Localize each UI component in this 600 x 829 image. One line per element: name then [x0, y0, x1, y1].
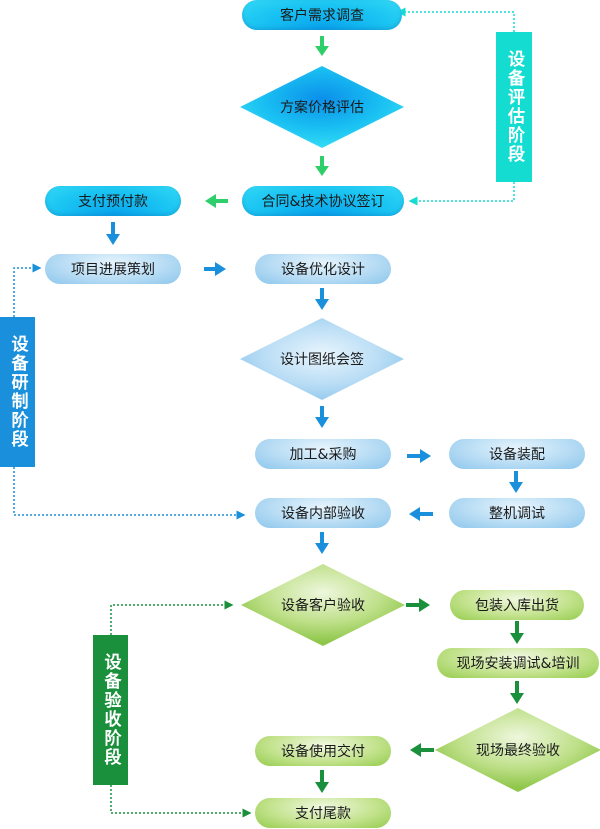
node-contract-signing: 合同&技术协议签订	[242, 186, 404, 216]
arrow-assembly-to-debugging	[509, 471, 523, 493]
node-delivery: 设备使用交付	[255, 736, 391, 766]
phase-evaluation: 设备评估阶段	[496, 32, 532, 182]
node-project-planning: 项目进展策划	[45, 254, 181, 284]
arrow-packing-to-install	[510, 621, 524, 644]
acc-loop-top	[110, 600, 234, 635]
dev-loop-top	[13, 263, 42, 317]
arrow-design-to-signoff	[315, 288, 329, 310]
eval-loop-bottom	[408, 182, 515, 206]
arrow-signoff-to-processing	[315, 406, 329, 428]
drawing-signoff-label: 设计图纸会签	[280, 352, 364, 368]
customer-acceptance-label: 设备客户验收	[281, 598, 365, 614]
phase-development-label: 设备研制阶段	[7, 335, 28, 449]
arrow-delivery-to-payment	[315, 770, 329, 793]
arrow-internal-to-customer	[315, 532, 329, 554]
diamond-shape-cyan	[240, 66, 404, 148]
arrow-survey-to-evaluation	[315, 36, 329, 56]
diamond-shape-green	[241, 564, 405, 646]
arrow-processing-to-assembly	[407, 449, 431, 463]
phase-development: 设备研制阶段	[0, 317, 35, 467]
dev-loop-bottom	[13, 467, 246, 520]
acc-loop-bottom	[110, 785, 252, 818]
arrow-evaluation-to-contract	[315, 156, 329, 176]
node-customer-acceptance: 设备客户验收	[241, 564, 405, 646]
diamond-shape-green-2	[435, 708, 600, 792]
node-debugging: 整机调试	[449, 498, 585, 528]
arrow-install-to-final	[510, 681, 524, 704]
arrow-debugging-to-internal	[409, 507, 433, 521]
node-price-evaluation: 方案价格评估	[240, 66, 404, 148]
node-advance-payment: 支付预付款	[45, 186, 181, 216]
arrow-customer-to-packing	[406, 598, 430, 612]
phase-evaluation-label: 设备评估阶段	[504, 50, 524, 164]
node-assembly: 设备装配	[449, 439, 585, 469]
node-customer-survey: 客户需求调查	[242, 0, 402, 30]
node-final-payment: 支付尾款	[255, 798, 391, 828]
diamond-shape-lightblue	[240, 318, 404, 400]
phase-acceptance-label: 设备验收阶段	[100, 653, 121, 767]
node-internal-acceptance: 设备内部验收	[255, 498, 391, 528]
arrow-planning-to-design	[204, 262, 226, 276]
node-processing-purchasing: 加工&采购	[255, 439, 391, 469]
final-acceptance-label: 现场最终验收	[476, 743, 560, 759]
arrow-advance-to-planning	[106, 222, 120, 245]
node-design-optimization: 设备优化设计	[255, 254, 391, 284]
phase-acceptance: 设备验收阶段	[93, 635, 128, 785]
node-packing-shipping: 包装入库出货	[450, 590, 584, 620]
node-drawing-signoff: 设计图纸会签	[240, 318, 404, 400]
price-evaluation-label: 方案价格评估	[280, 100, 364, 116]
node-final-acceptance: 现场最终验收	[435, 708, 600, 792]
node-onsite-install-training: 现场安装调试&培训	[437, 648, 599, 678]
arrow-contract-to-advance	[205, 194, 228, 208]
arrow-final-to-delivery	[410, 743, 434, 757]
